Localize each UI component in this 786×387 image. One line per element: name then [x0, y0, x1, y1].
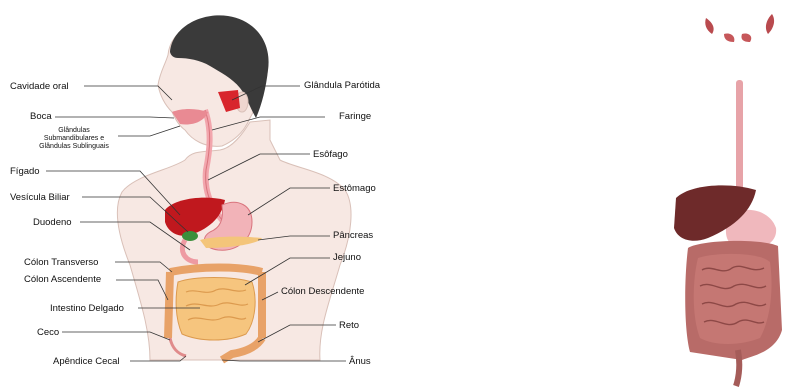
label-figado: Fígado: [10, 166, 40, 177]
label-faringe: Faringe: [339, 111, 371, 122]
label-glandulas-line-1: Glândulas: [28, 127, 120, 135]
label-duodeno: Duodeno: [33, 217, 72, 228]
esophagus-3d: [736, 80, 743, 190]
label-glandulas-submandibulares: Glândulas Submandibulares e Glândulas Su…: [28, 127, 120, 151]
label-estomago: Estômago: [333, 183, 376, 194]
salivary-gland-left: [705, 18, 713, 34]
label-anus: Ânus: [349, 356, 371, 367]
rectum-3d: [736, 350, 739, 386]
label-colon-descendente: Cólon Descendente: [281, 286, 364, 297]
organ-3d-render: [674, 14, 782, 386]
label-intestino-delgado: Intestino Delgado: [50, 303, 124, 314]
label-glandulas-line-2: Submandibulares e: [28, 135, 120, 143]
label-glandulas-line-3: Glândulas Sublinguais: [28, 143, 120, 151]
salivary-gland-center: [724, 33, 751, 42]
label-boca: Boca: [30, 111, 52, 122]
label-pancreas: Pâncreas: [333, 230, 373, 241]
label-vesicula-biliar: Vesícula Biliar: [10, 192, 70, 203]
label-glandula-parotida: Glândula Parótida: [304, 80, 380, 91]
gallbladder: [182, 231, 198, 241]
label-ceco: Ceco: [37, 327, 59, 338]
label-esofago: Esôfago: [313, 149, 348, 160]
ascending-colon: [168, 272, 170, 338]
label-cavidade-oral: Cavidade oral: [10, 81, 69, 92]
label-reto: Reto: [339, 320, 359, 331]
label-colon-transverso: Cólon Transverso: [24, 257, 98, 268]
label-jejuno: Jejuno: [333, 252, 361, 263]
label-colon-ascendente: Cólon Ascendente: [24, 274, 101, 285]
salivary-gland-right: [766, 14, 774, 34]
small-intestine: [176, 278, 255, 341]
label-apendice-cecal: Apêndice Cecal: [53, 356, 120, 367]
transverse-colon: [170, 268, 262, 273]
